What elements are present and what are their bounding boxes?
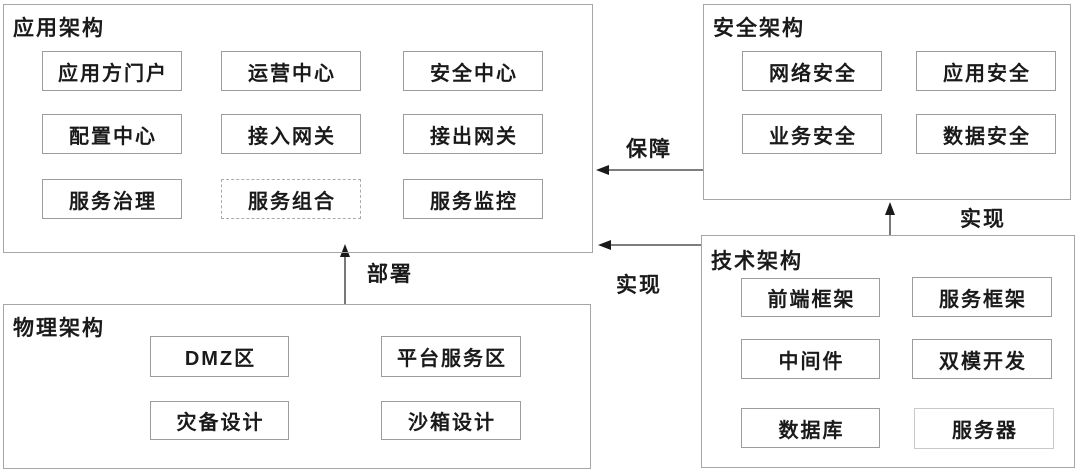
node-dual-mode-dev: 双模开发 — [912, 339, 1052, 379]
node-network-security: 网络安全 — [742, 51, 882, 91]
node-service-framework: 服务框架 — [912, 277, 1052, 317]
node-security-center: 安全中心 — [403, 51, 543, 91]
guarantee-arrow — [596, 165, 703, 175]
node-sandbox-design: 沙箱设计 — [381, 401, 521, 440]
node-dmz-zone: DMZ区 — [150, 336, 289, 377]
node-application-security: 应用安全 — [916, 51, 1056, 91]
node-application-portal: 应用方门户 — [42, 51, 182, 91]
node-config-center: 配置中心 — [42, 114, 182, 154]
node-service-composition: 服务组合 — [221, 179, 361, 219]
node-server: 服务器 — [914, 408, 1054, 449]
tech-architecture-panel: 技术架构 前端框架 服务框架 中间件 双模开发 数据库 服务器 — [701, 235, 1075, 468]
node-business-security: 业务安全 — [742, 114, 882, 154]
guarantee-arrow-label: 保障 — [626, 138, 672, 161]
node-outbound-gateway: 接出网关 — [403, 114, 543, 154]
security-architecture-title: 安全架构 — [713, 17, 805, 40]
node-frontend-framework: 前端框架 — [741, 278, 880, 317]
node-data-security: 数据安全 — [916, 114, 1056, 154]
node-inbound-gateway: 接入网关 — [221, 114, 361, 154]
node-service-governance: 服务治理 — [42, 179, 182, 219]
node-disaster-recovery-design: 灾备设计 — [150, 401, 289, 440]
physical-architecture-panel: 物理架构 DMZ区 平台服务区 灾备设计 沙箱设计 — [3, 304, 591, 469]
app-architecture-title: 应用架构 — [13, 17, 105, 40]
realize-to-security-arrow-label: 实现 — [960, 208, 1006, 231]
node-database: 数据库 — [741, 408, 880, 448]
tech-architecture-title: 技术架构 — [711, 250, 803, 273]
node-service-monitoring: 服务监控 — [403, 179, 543, 219]
app-architecture-panel: 应用架构 应用方门户 运营中心 安全中心 配置中心 接入网关 接出网关 服务治理… — [3, 4, 593, 253]
node-middleware: 中间件 — [741, 339, 880, 379]
node-platform-service-zone: 平台服务区 — [381, 336, 521, 377]
security-architecture-panel: 安全架构 网络安全 应用安全 业务安全 数据安全 — [703, 4, 1071, 200]
deploy-arrow-label: 部署 — [367, 263, 413, 286]
deploy-arrow — [340, 244, 350, 304]
realize-to-app-arrow-label: 实现 — [616, 274, 662, 297]
realize-to-security-arrow — [885, 202, 895, 236]
node-operation-center: 运营中心 — [221, 51, 361, 91]
physical-architecture-title: 物理架构 — [13, 317, 105, 340]
realize-to-app-arrow — [598, 240, 702, 250]
